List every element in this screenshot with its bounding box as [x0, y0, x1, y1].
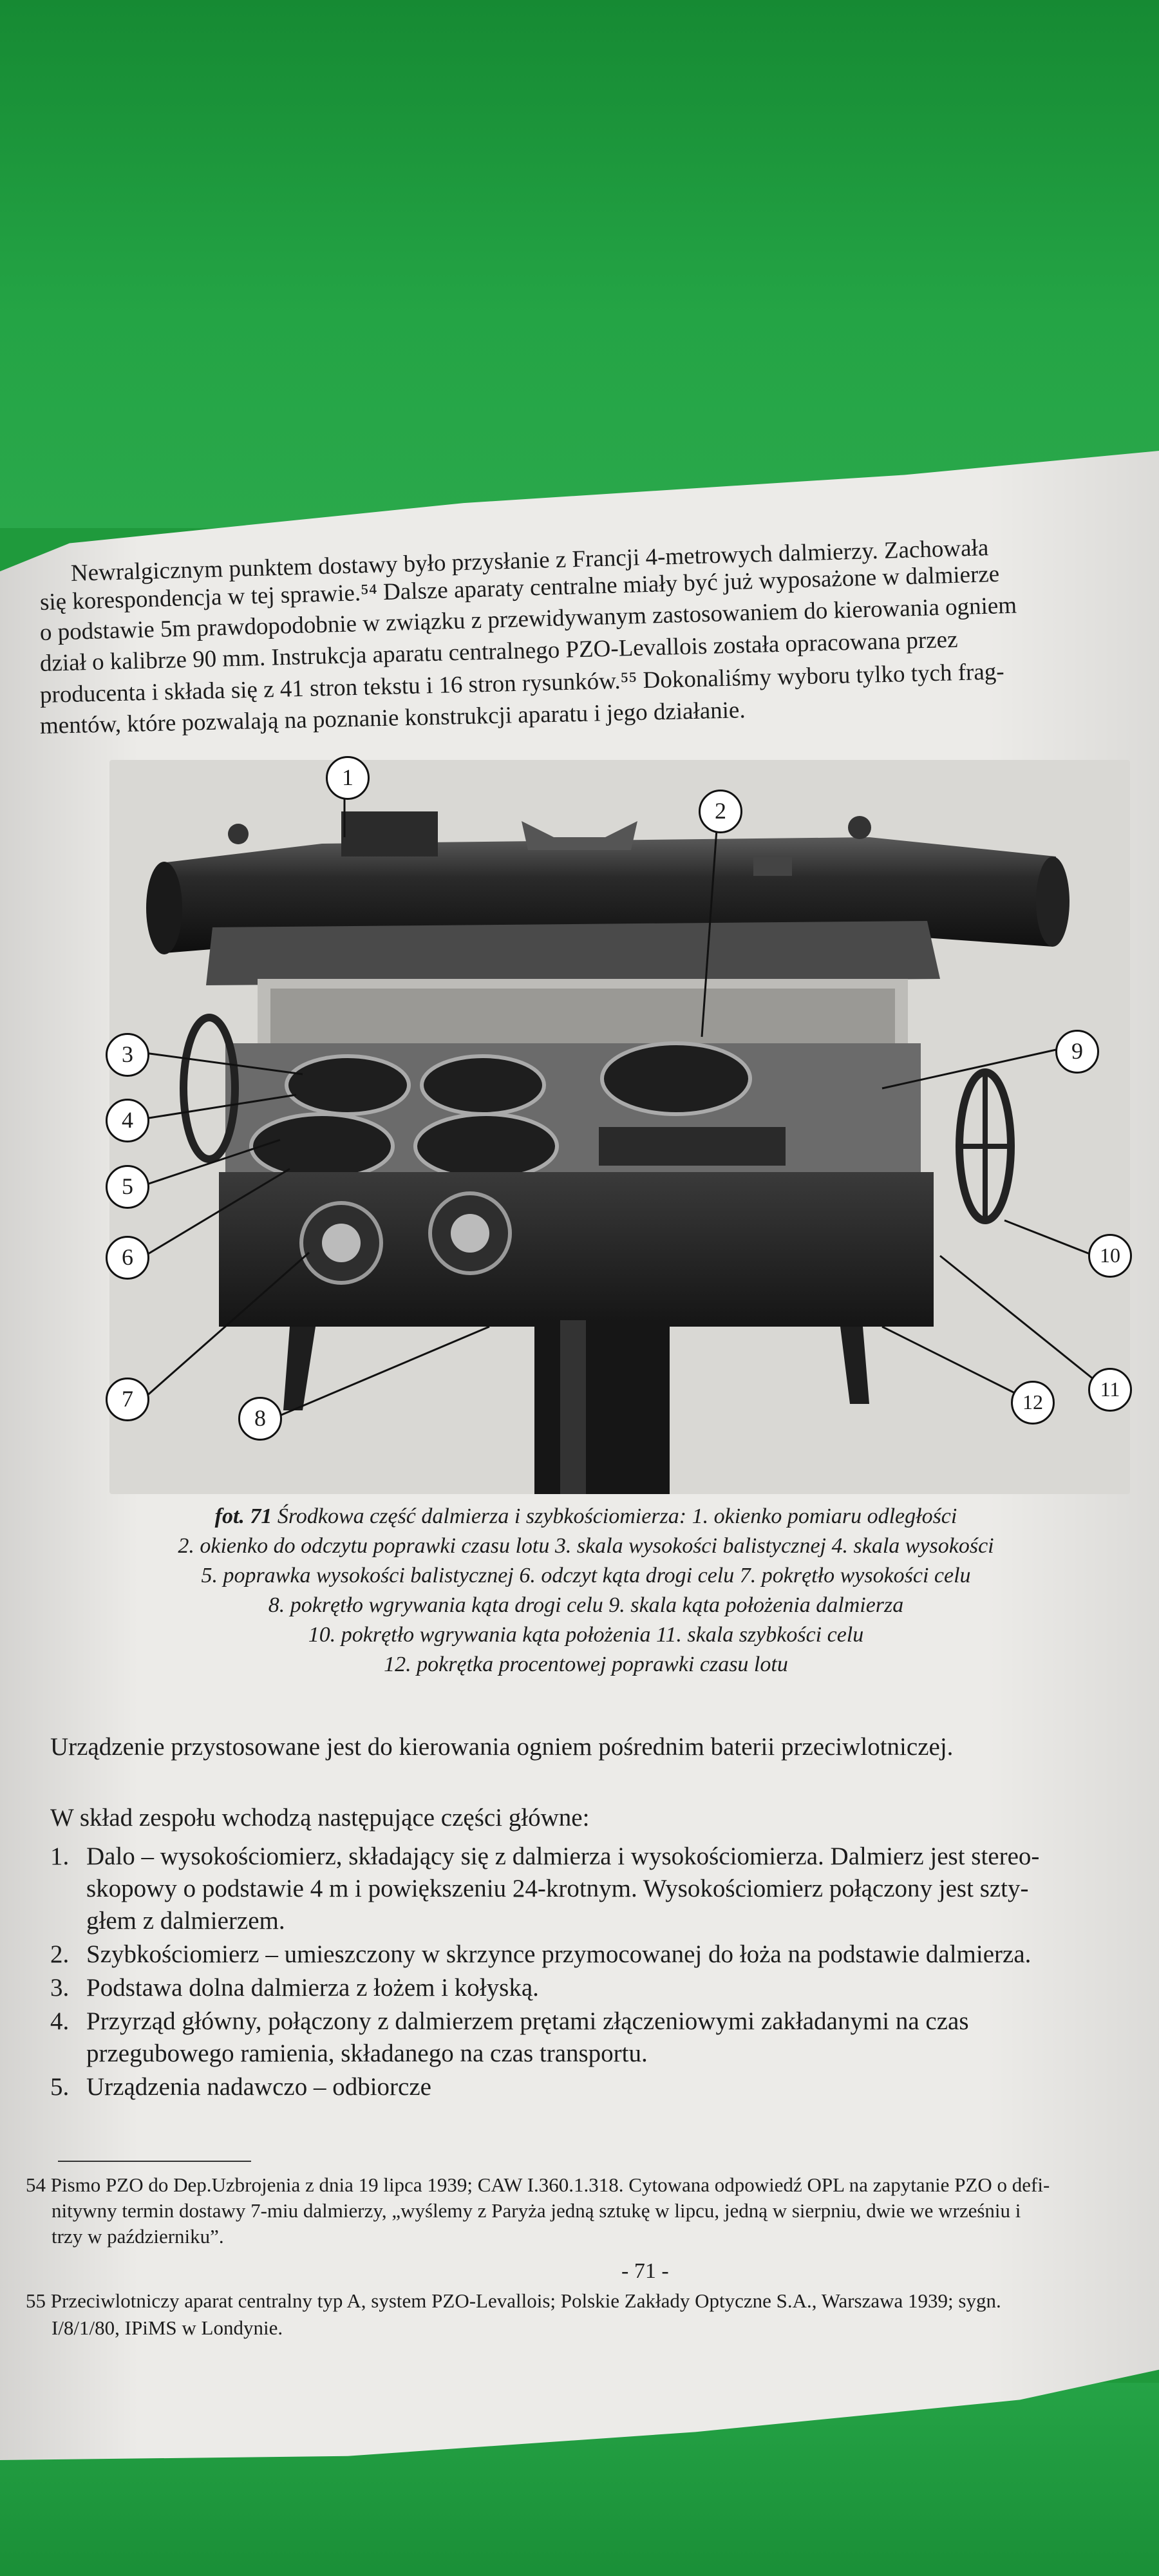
callout-1: 1	[326, 756, 370, 800]
caption-line: 2. okienko do odczytu poprawki czasu lot…	[178, 1534, 994, 1558]
footnote-number: 55	[26, 2289, 46, 2312]
list-item-continued: głem z dalmierzem.	[86, 1907, 285, 1935]
list-item: 1.Dalo – wysokościomierz, składający się…	[50, 1842, 1040, 1870]
callout-4: 4	[106, 1099, 149, 1142]
list-number: 1.	[50, 1842, 70, 1870]
list-number: 5.	[50, 2073, 70, 2101]
caption-line: 5. poprawka wysokości balistycznej 6. od…	[201, 1564, 971, 1587]
callout-11: 11	[1088, 1368, 1132, 1412]
callout-6: 6	[106, 1236, 149, 1280]
callout-9: 9	[1055, 1030, 1099, 1074]
list-item-continued: skopowy o podstawie 4 m i powiększeniu 2…	[86, 1875, 1029, 1902]
footnote-line: nitywny termin dostawy 7-miu dalmierzy, …	[52, 2199, 1021, 2222]
callout-7: 7	[106, 1378, 149, 1421]
footnote: 54 Pismo PZO do Dep.Uzbrojenia z dnia 19…	[26, 2174, 1050, 2196]
list-number: 2.	[50, 1940, 70, 1968]
list-number: 3.	[50, 1974, 70, 2002]
caption-line: 8. pokrętło wgrywania kąta drogi celu 9.…	[268, 1593, 904, 1617]
callout-2: 2	[699, 790, 742, 833]
list-item: 5.Urządzenia nadawczo – odbiorcze	[50, 2073, 431, 2101]
caption-line: Środkowa część dalmierza i szybkościomie…	[277, 1504, 957, 1528]
list-item: 2.Szybkościomierz – umieszczony w skrzyn…	[50, 1940, 1032, 1968]
list-number: 4.	[50, 2007, 70, 2035]
list-intro: W skład zespołu wchodzą następujące częś…	[50, 1804, 590, 1832]
caption-line: 12. pokrętka procentowej poprawki czasu …	[384, 1653, 788, 1676]
list-item: 3.Podstawa dolna dalmierza z łożem i koł…	[50, 1974, 539, 2002]
green-background-top	[0, 0, 1159, 528]
page-number: - 71 -	[621, 2259, 669, 2283]
callout-10: 10	[1088, 1234, 1132, 1278]
list-item-continued: przegubowego ramienia, składanego na cza…	[86, 2040, 648, 2067]
footnote-line: I/8/1/80, IPiMS w Londynie.	[52, 2316, 283, 2339]
footnote-rule	[58, 2161, 251, 2162]
footnote: 55 Przeciwlotniczy aparat centralny typ …	[26, 2289, 1001, 2312]
callout-5: 5	[106, 1165, 149, 1209]
callout-3: 3	[106, 1033, 149, 1077]
footnote-line: trzy w październiku”.	[52, 2225, 224, 2248]
rangefinder-illustration	[144, 779, 1105, 1494]
footnote-number: 54	[26, 2174, 46, 2196]
caption-label: fot. 71	[214, 1504, 272, 1528]
caption-line: 10. pokrętło wgrywania kąta położenia 11…	[308, 1623, 864, 1647]
list-item: 4.Przyrząd główny, połączony z dalmierze…	[50, 2007, 969, 2035]
callout-12: 12	[1011, 1381, 1055, 1425]
callout-8: 8	[238, 1397, 282, 1441]
lead-paragraph: Urządzenie przystosowane jest do kierowa…	[50, 1733, 954, 1761]
rangefinder-photo: 1 2 3 4 5 6 7 8 9 10 11 12	[106, 756, 1132, 1494]
